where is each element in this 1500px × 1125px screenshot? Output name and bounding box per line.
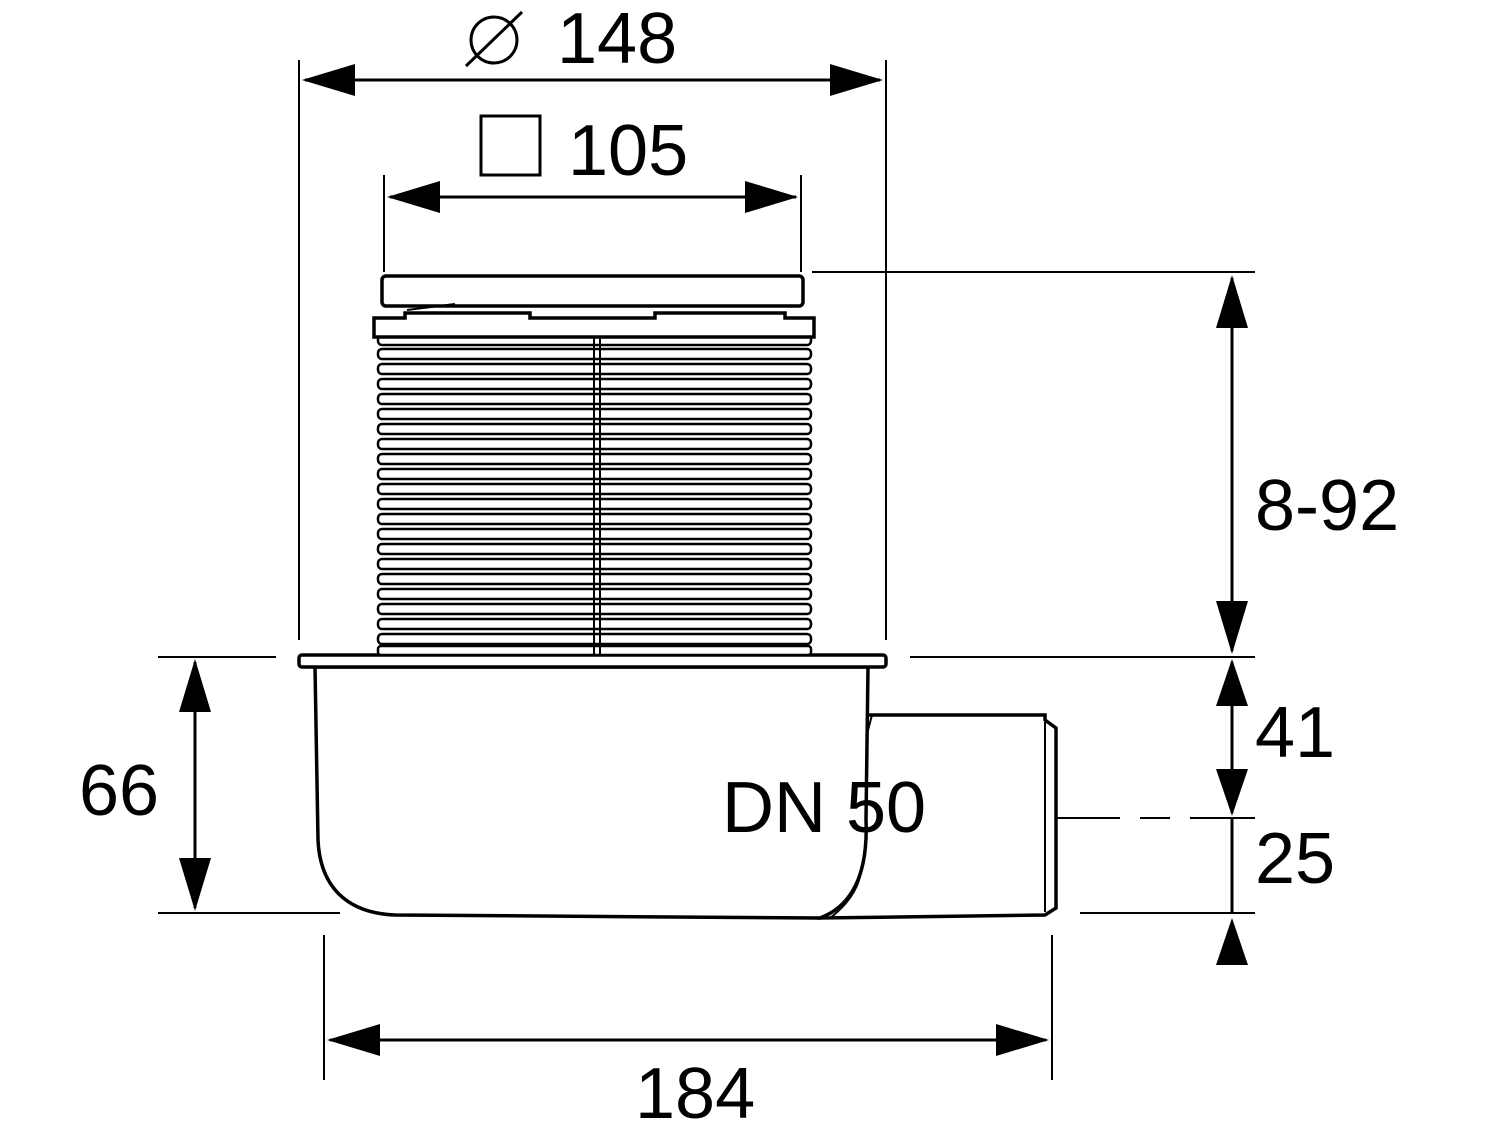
square-dimension-label: 105	[568, 111, 688, 191]
outlet-dn-label: DN 50	[722, 768, 926, 848]
dimension-lines	[179, 64, 1248, 1056]
square-symbol-icon	[479, 114, 542, 177]
diameter-symbol-icon	[464, 10, 524, 68]
body-height-label: 66	[79, 751, 159, 831]
upper-height-label: 41	[1255, 693, 1335, 773]
drain-body	[297, 274, 1058, 920]
outlet-height-label: 25	[1255, 819, 1335, 899]
diameter-dimension-label: 148	[557, 0, 677, 79]
total-length-label: 184	[635, 1054, 755, 1125]
height-range-label: 8-92	[1255, 466, 1399, 546]
